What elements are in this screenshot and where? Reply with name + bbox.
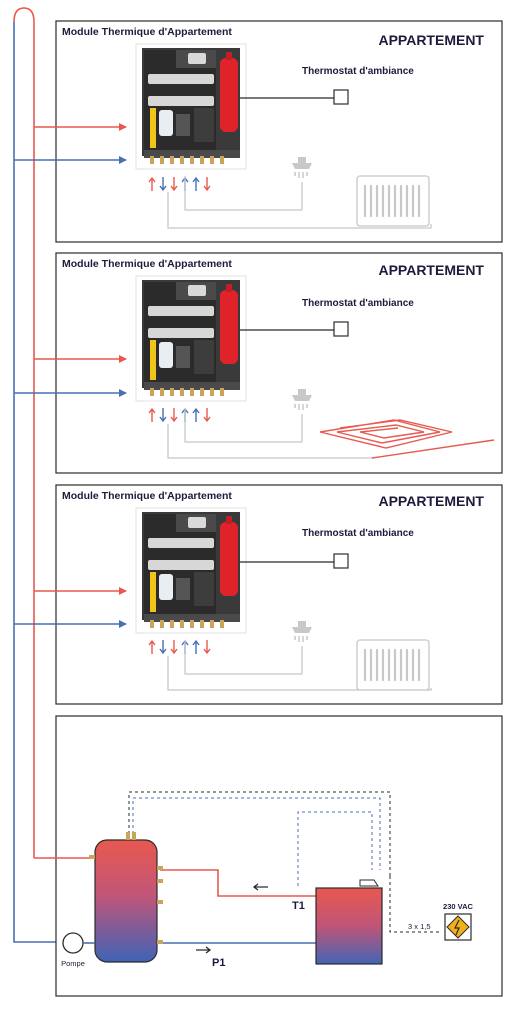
cable-label: 3 x 1,5 bbox=[408, 922, 431, 931]
flow-arrow bbox=[196, 946, 212, 954]
power-label: 230 VAC bbox=[443, 902, 473, 911]
flow-arrow bbox=[252, 883, 268, 891]
module-title: Module Thermique d'Appartement bbox=[62, 258, 232, 270]
module-title: Module Thermique d'Appartement bbox=[62, 490, 232, 502]
apartment-panel-2: Module Thermique d'Appartement APPARTEME… bbox=[14, 252, 503, 474]
thermostat-label: Thermostat d'ambiance bbox=[302, 528, 414, 539]
sensor-t1-label: T1 bbox=[292, 900, 305, 912]
heat-interface-unit bbox=[135, 507, 247, 634]
module-title: Module Thermique d'Appartement bbox=[62, 26, 232, 38]
radiator-icon bbox=[355, 174, 431, 228]
buffer-tank bbox=[94, 839, 158, 963]
pump-icon bbox=[62, 932, 84, 954]
heat-interface-unit bbox=[135, 275, 247, 402]
underfloor-heating-icon bbox=[319, 419, 495, 459]
thermostat-icon bbox=[333, 321, 349, 337]
return-riser bbox=[13, 22, 62, 943]
thermostat-icon bbox=[333, 553, 349, 569]
heat-interface-unit bbox=[135, 43, 247, 170]
apartment-panel-1: Module Thermique d'Appartement APPARTEME… bbox=[14, 20, 503, 243]
apartment-panel-3: Module Thermique d'Appartement APPARTEME… bbox=[14, 484, 503, 705]
thermostat-label: Thermostat d'ambiance bbox=[302, 298, 414, 309]
apartment-label: APPARTEMENT bbox=[378, 32, 484, 48]
supply-riser bbox=[13, 7, 35, 858]
pump-label: Pompe bbox=[61, 959, 85, 968]
thermostat-label: Thermostat d'ambiance bbox=[302, 66, 414, 77]
plant-room-panel: Pompe T1 P1 3 x 1,5 230 VAC bbox=[34, 715, 503, 997]
radiator-icon bbox=[355, 638, 431, 692]
heat-generator bbox=[315, 887, 383, 965]
thermostat-icon bbox=[333, 89, 349, 105]
apartment-label: APPARTEMENT bbox=[378, 493, 484, 509]
high-voltage-icon bbox=[444, 913, 472, 941]
apartment-label: APPARTEMENT bbox=[378, 262, 484, 278]
sensor-p1-label: P1 bbox=[212, 957, 225, 969]
